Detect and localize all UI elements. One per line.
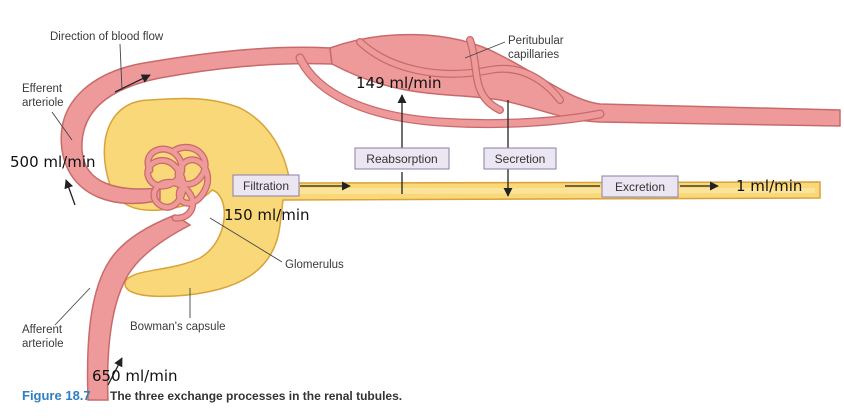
leader-efferent [51, 111, 73, 141]
peritubular-label-line1: Peritubular [508, 35, 564, 47]
efferent-flow-arrow [64, 179, 76, 206]
leader-lines [51, 41, 506, 326]
filtration-box: Filtration [232, 174, 300, 197]
peritubular-loop-1-fill [296, 54, 604, 127]
glomerulus-coil [144, 143, 212, 222]
excretion-box: Excretion [601, 175, 679, 198]
figure-number: Figure 18.7 [22, 388, 91, 403]
leader-direction [119, 43, 123, 91]
leader-glomerulus [209, 217, 283, 263]
filtration-rate: 150 ml/min [224, 206, 310, 224]
excretion-rate: 1 ml/min [736, 177, 802, 195]
blood-flow-direction-arrow [114, 74, 151, 93]
peritubular-loop-3-fill [467, 37, 503, 113]
reabsorption-label: Reabsorption [366, 152, 437, 166]
direction-of-blood-flow-label: Direction of blood flow [50, 31, 164, 43]
efferent-rate: 500 ml/min [10, 153, 96, 171]
peritubular-label-line2: capillaries [508, 49, 559, 61]
leader-afferent [54, 287, 91, 326]
flow-arrows [64, 74, 719, 386]
secretion-box: Secretion [483, 147, 557, 170]
peritubular-network-upper [329, 33, 841, 127]
reabsorption-box: Reabsorption [354, 147, 450, 170]
afferent-label-line1: Afferent [22, 324, 63, 336]
blood-vessels [60, 33, 841, 401]
bowmans-capsule-label: Bowman's capsule [130, 321, 226, 333]
afferent-flow-arrow [107, 357, 123, 386]
renal-tubule [103, 97, 821, 298]
afferent-rate: 650 ml/min [92, 367, 178, 385]
bowmans-capsule-shape [103, 97, 821, 298]
reabsorption-rate: 149 ml/min [356, 74, 442, 92]
efferent-label-line1: Efferent [22, 83, 63, 95]
glomerulus-label: Glomerulus [285, 259, 344, 271]
figure-caption: The three exchange processes in the rena… [110, 389, 402, 403]
tubule-lumen [300, 188, 815, 194]
secretion-label: Secretion [495, 152, 546, 166]
peritubular-loop-2-fill [357, 39, 563, 103]
filtration-label: Filtration [243, 179, 289, 193]
leader-peritubular [464, 41, 506, 59]
efferent-label-line2: arteriole [22, 97, 64, 109]
excretion-label: Excretion [615, 180, 665, 194]
afferent-label-line2: arteriole [22, 338, 64, 350]
